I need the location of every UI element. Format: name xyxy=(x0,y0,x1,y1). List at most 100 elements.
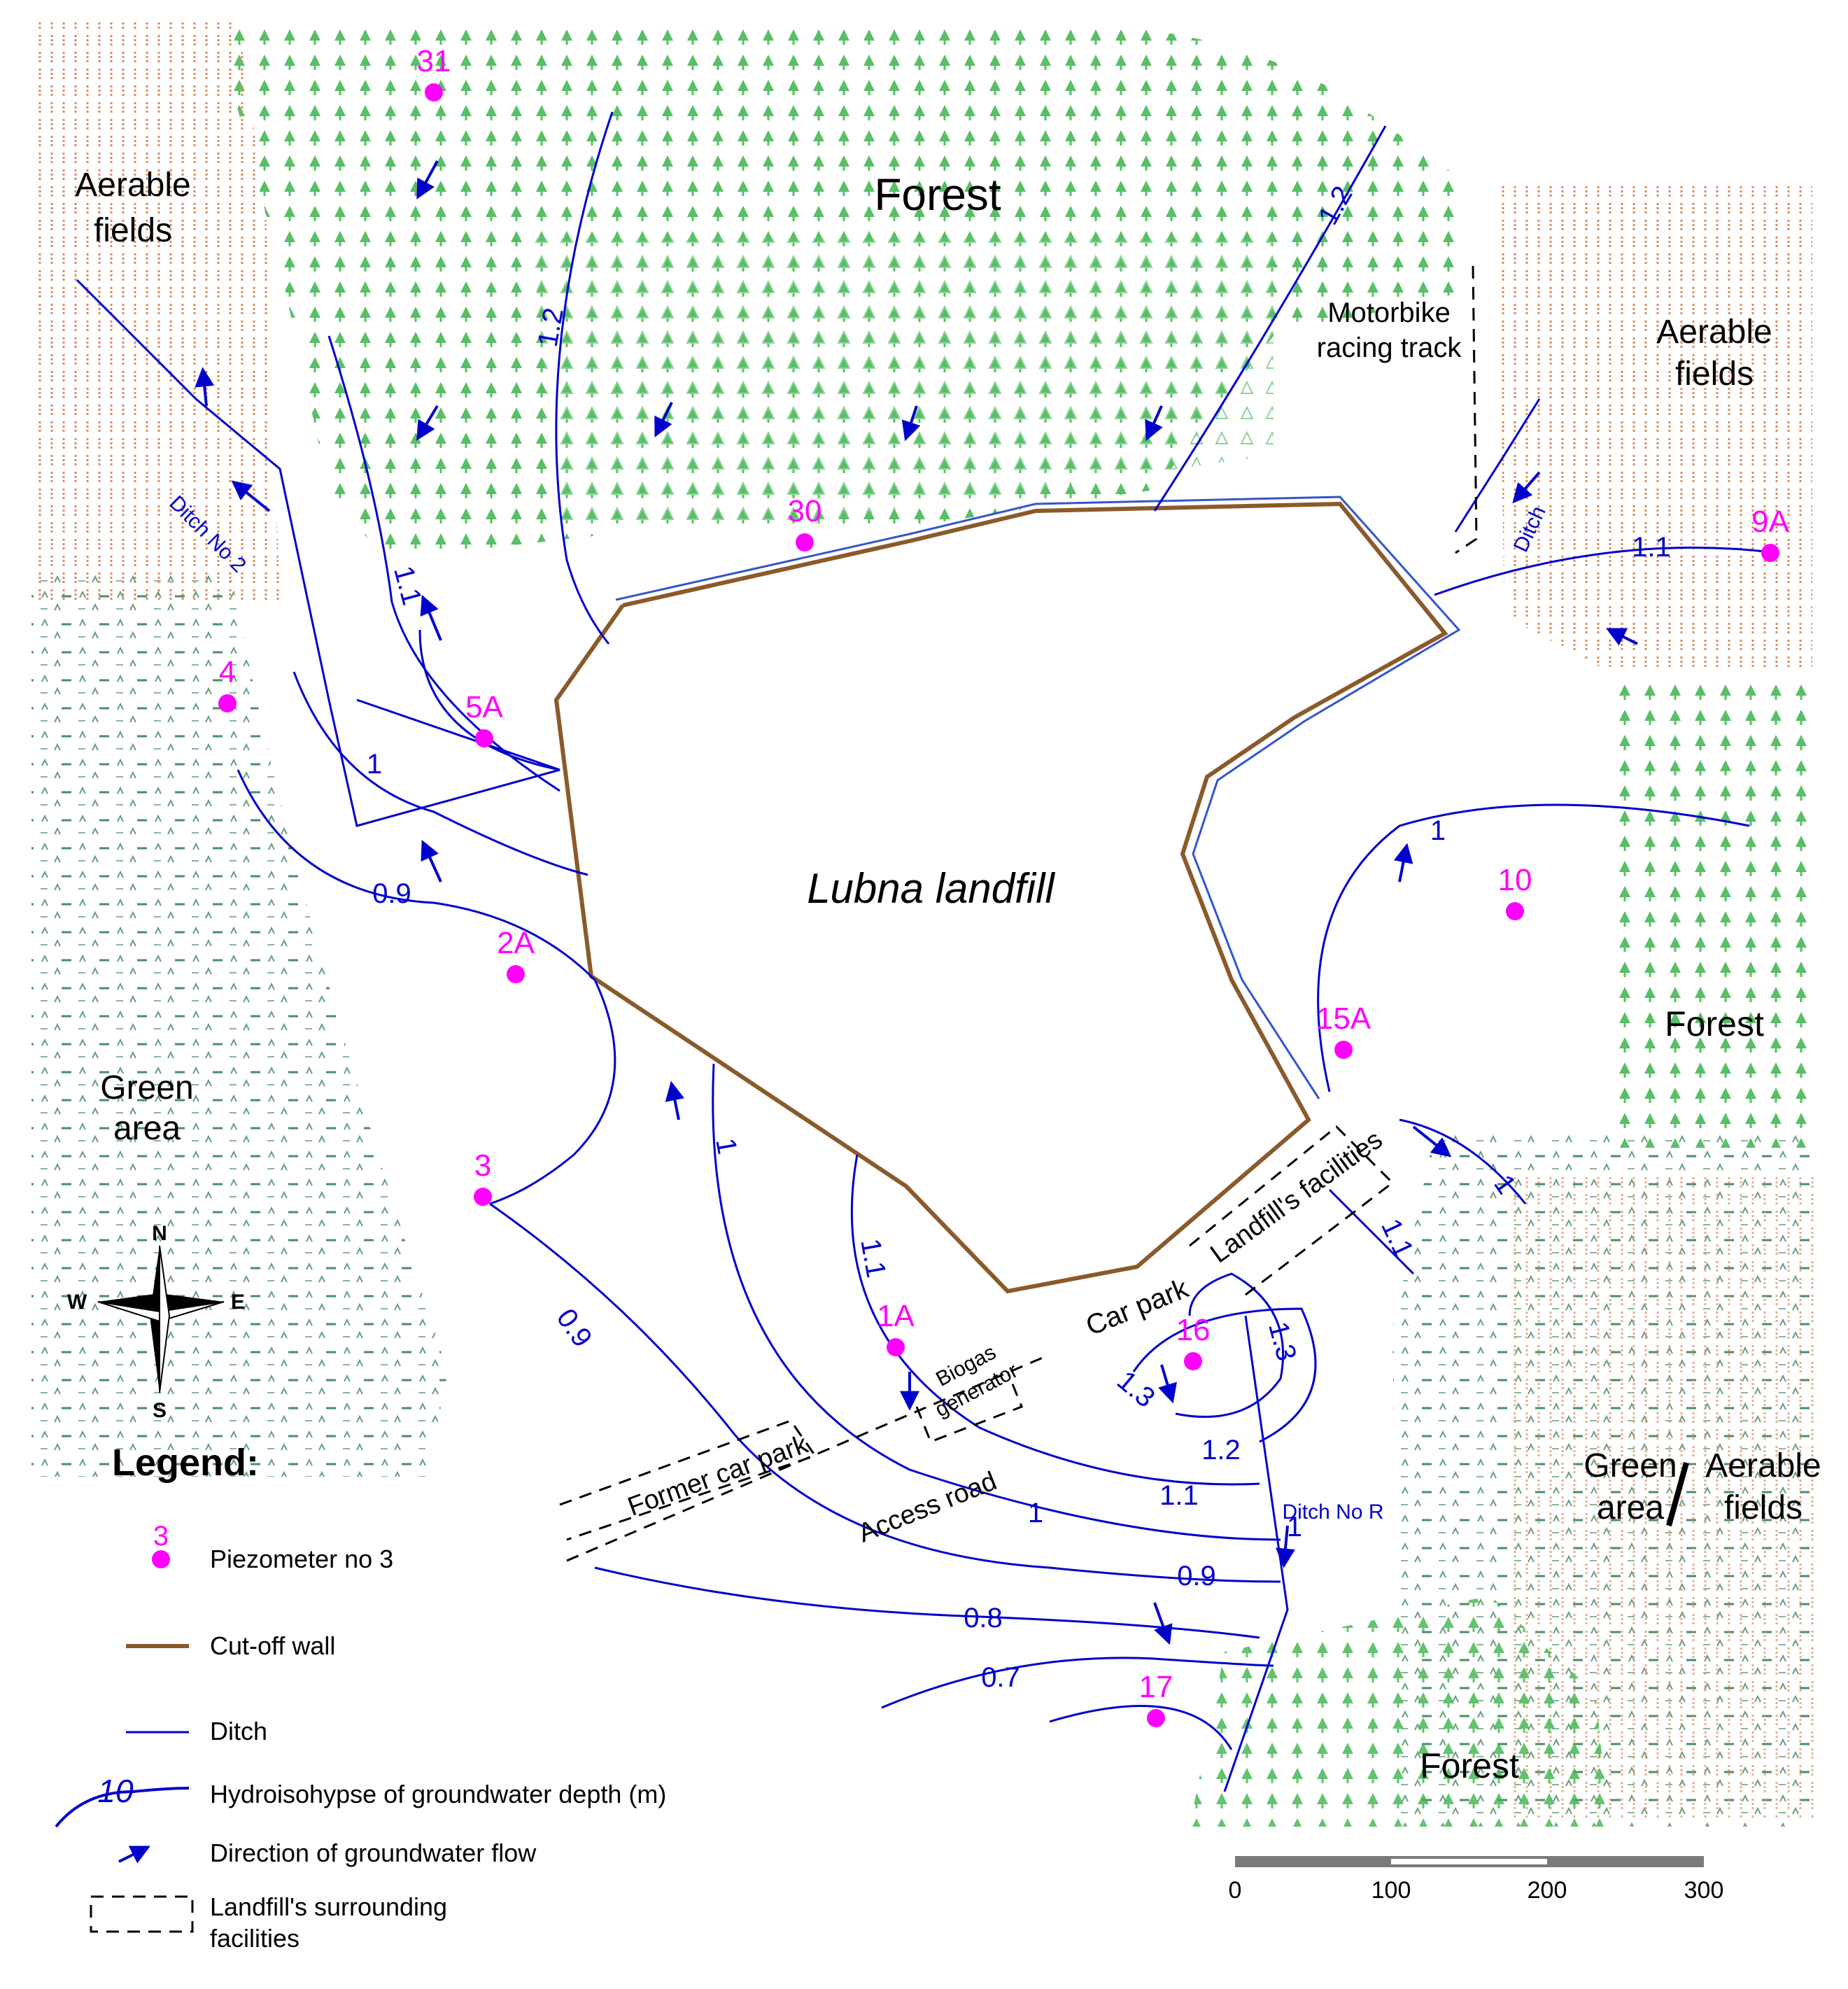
legend-facilities-label: Landfill's surrounding xyxy=(210,1892,447,1921)
isohypse-label: 1.1 xyxy=(1159,1480,1199,1511)
flow-arrow xyxy=(420,594,442,641)
flow-arrow xyxy=(421,839,442,883)
legend-isohypse-label: Hydroisohypse of groundwater depth (m) xyxy=(210,1780,666,1808)
flow-arrow xyxy=(1412,1125,1452,1158)
piezometer-label: 30 xyxy=(788,494,822,528)
piezometer: 1A xyxy=(877,1299,915,1356)
legend-piezometer-label: Piezometer no 3 xyxy=(210,1545,393,1573)
hydroisohypses xyxy=(237,111,1778,1750)
piezometer: 30 xyxy=(788,494,822,551)
mixed-se-fields xyxy=(1504,1176,1816,1820)
piezometer-label: 31 xyxy=(417,44,451,78)
piezometer-dot xyxy=(1184,1352,1202,1370)
former-car-park-label: Former car park xyxy=(624,1429,812,1521)
piezometer-dot xyxy=(796,533,814,551)
access-road-outline xyxy=(566,1356,1043,1562)
isohypse-line xyxy=(1049,1705,1233,1750)
aerable-se-label-2: fields xyxy=(1724,1489,1803,1526)
green-area-w-label-2: area xyxy=(113,1110,181,1147)
forest-north-label: Forest xyxy=(874,169,1001,220)
piezometer: 15A xyxy=(1316,1001,1371,1059)
piezometer-label: 9A xyxy=(1751,505,1789,539)
piezometer-dot xyxy=(474,1188,492,1206)
isohypse-line xyxy=(1153,125,1387,512)
piezometer-label: 5A xyxy=(465,690,503,724)
legend-cutoff-label: Cut-off wall xyxy=(210,1631,335,1660)
isohypse-label: 0.9 xyxy=(551,1303,598,1353)
isohypse-label: 1.2 xyxy=(532,306,570,349)
piezometer-label: 16 xyxy=(1176,1313,1211,1347)
scale-bar-white-segment xyxy=(1391,1859,1547,1864)
legend-piezometer-symbol xyxy=(152,1550,170,1568)
flow-arrow xyxy=(654,402,673,438)
area-divider-slash xyxy=(1666,1461,1689,1527)
isohypse-label: 1.2 xyxy=(1201,1435,1241,1466)
piezometer-dot xyxy=(1147,1709,1165,1727)
access-road-label: Access road xyxy=(854,1466,1001,1548)
scale-tick: 300 xyxy=(1684,1877,1724,1904)
legend-ditch-label: Ditch xyxy=(210,1717,267,1745)
piezometer: 4 xyxy=(218,655,237,712)
piezometer-dot xyxy=(507,965,525,983)
isohypse-label: 1 xyxy=(1430,815,1446,846)
isohypse-label: 1.3 xyxy=(1262,1319,1302,1364)
scale-tick: 0 xyxy=(1229,1877,1242,1904)
legend-flow-label: Direction of groundwater flow xyxy=(210,1839,537,1867)
legend-facilities-symbol xyxy=(90,1895,194,1933)
cutoff-wall xyxy=(553,501,1448,1294)
piezometer-dot xyxy=(475,729,493,747)
compass-e: E xyxy=(231,1291,245,1314)
isohypse-label: 1.3 xyxy=(1111,1365,1161,1413)
isohypse-label: 0.7 xyxy=(981,1662,1020,1693)
piezometer-label: 15A xyxy=(1316,1001,1371,1036)
flow-arrow xyxy=(1393,843,1413,883)
isohypse-line xyxy=(237,769,596,981)
isohypse-line xyxy=(1328,1188,1415,1275)
isohypse-line xyxy=(850,1154,1260,1486)
isohypse-line xyxy=(1132,1307,1317,1443)
isohypse-label: 0.8 xyxy=(964,1603,1003,1633)
piezometer-label: 17 xyxy=(1139,1670,1173,1704)
flow-arrow xyxy=(665,1081,685,1120)
flow-arrow xyxy=(1158,1364,1177,1404)
flow-arrow xyxy=(1145,405,1163,442)
aerable-ne-area xyxy=(1497,182,1812,672)
piezometer-label: 4 xyxy=(219,655,236,689)
ditch-no-r xyxy=(1223,1315,1289,1792)
ditch-no2 xyxy=(76,279,560,827)
forest-south-label: Forest xyxy=(1420,1746,1519,1785)
compass-s: S xyxy=(153,1399,167,1422)
legend-isohypse-number: 10 xyxy=(97,1773,134,1809)
piezometer-dot xyxy=(425,83,443,101)
isohypse-line xyxy=(881,1657,1274,1709)
green-area-w-label: Green xyxy=(100,1069,193,1106)
compass-rose: N S E W xyxy=(67,1222,245,1422)
piezometer: 17 xyxy=(1139,1670,1173,1727)
forest-east-label: Forest xyxy=(1665,1004,1764,1043)
flow-arrow xyxy=(1605,628,1638,646)
isohypse-label: 1 xyxy=(1028,1498,1043,1528)
isohypse-label: 1.1 xyxy=(854,1237,891,1280)
motorbike-label: Motorbike xyxy=(1327,297,1451,328)
isohypse-line xyxy=(418,629,560,771)
isohypse-label: 1.1 xyxy=(1632,532,1671,563)
piezometer-label: 2A xyxy=(497,926,535,960)
piezometer: 10 xyxy=(1498,863,1532,920)
isohypse-line xyxy=(1317,803,1750,1092)
flow-arrow xyxy=(416,405,439,441)
piezometer: 9A xyxy=(1751,505,1790,562)
legend-facilities-label-2: facilities xyxy=(210,1924,299,1953)
isohypse-label: 1 xyxy=(1287,1512,1302,1542)
isohypse-line xyxy=(292,671,588,876)
surrounding-facilities xyxy=(559,265,1478,1562)
green-area-se-label-2: area xyxy=(1597,1489,1664,1526)
green-area-west xyxy=(31,574,448,1477)
piezometer-dot xyxy=(1334,1041,1353,1059)
ditch-no-r-label: Ditch No R xyxy=(1282,1500,1383,1524)
piezometer: 16 xyxy=(1176,1313,1211,1370)
isohypse-line xyxy=(555,111,614,645)
flow-arrow xyxy=(901,405,921,442)
flow-arrows xyxy=(195,160,1638,1645)
aerable-nw-label: Aerable xyxy=(75,167,190,204)
